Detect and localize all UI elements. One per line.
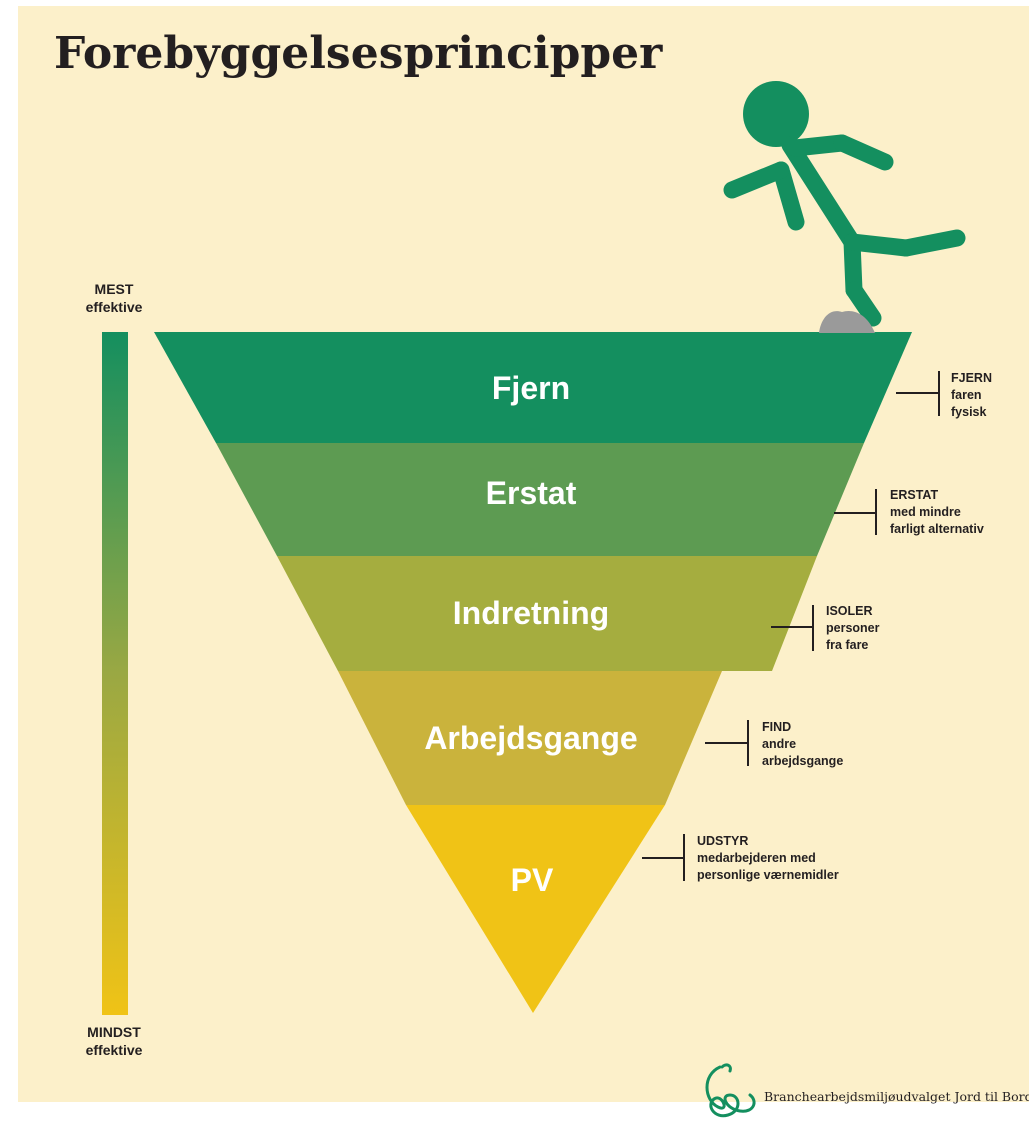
logo-icon (705, 1063, 756, 1118)
page-title: Forebyggelsesprincipper (54, 28, 663, 79)
note-erstat-line1: ERSTAT (890, 488, 939, 502)
layer-arbejdsgange-label: Arbejdsgange (424, 720, 637, 756)
layer-erstat-label: Erstat (486, 475, 577, 511)
note-find-line3: arbejdsgange (762, 754, 844, 768)
layer-erstat (216, 443, 864, 556)
logo-text: Branchearbejdsmiljøudvalget Jord til Bor… (764, 1089, 1029, 1104)
rock-icon (819, 311, 875, 333)
note-udstyr-line1: UDSTYR (697, 834, 749, 848)
note-fjern-line2: faren (951, 388, 982, 402)
scale-top-line2: effektive (85, 299, 143, 315)
layer-pv (406, 805, 665, 1013)
layer-indretning (277, 556, 817, 671)
note-erstat: ERSTAT med mindre farligt alternativ (890, 487, 984, 538)
scale-bottom-label: MINDST effektive (64, 1023, 164, 1059)
note-find-line2: andre (762, 737, 797, 751)
layer-fjern-label: Fjern (492, 370, 570, 406)
note-erstat-line2: med mindre (890, 505, 961, 519)
note-udstyr-line3: personlige værnemidler (697, 868, 839, 882)
effectiveness-gradient-bar (102, 332, 128, 1015)
scale-bottom-line2: effektive (85, 1042, 143, 1058)
note-isoler-line2: personer (826, 621, 880, 635)
layer-pv-label: PV (511, 862, 554, 898)
note-erstat-line3: farligt alternativ (890, 522, 984, 536)
scale-top-label: MEST effektive (64, 280, 164, 316)
scale-top-line1: MEST (94, 281, 134, 297)
note-fjern: FJERN faren fysisk (951, 370, 992, 421)
note-fjern-line1: FJERN (951, 371, 992, 385)
note-udstyr-line2: medarbejderen med (697, 851, 816, 865)
note-find: FIND andre arbejdsgange (762, 719, 843, 770)
layer-indretning-label: Indretning (453, 595, 609, 631)
layer-arbejdsgange (338, 671, 722, 805)
note-fjern-line3: fysisk (951, 405, 987, 419)
note-find-line1: FIND (762, 720, 792, 734)
note-isoler-line3: fra fare (826, 638, 869, 652)
scale-bottom-line1: MINDST (87, 1024, 141, 1040)
stick-figure-icon (723, 81, 966, 333)
note-udstyr: UDSTYR medarbejderen med personlige værn… (697, 833, 839, 884)
layer-fjern (154, 332, 912, 443)
note-isoler-line1: ISOLER (826, 604, 873, 618)
note-isoler: ISOLER personer fra fare (826, 603, 880, 654)
